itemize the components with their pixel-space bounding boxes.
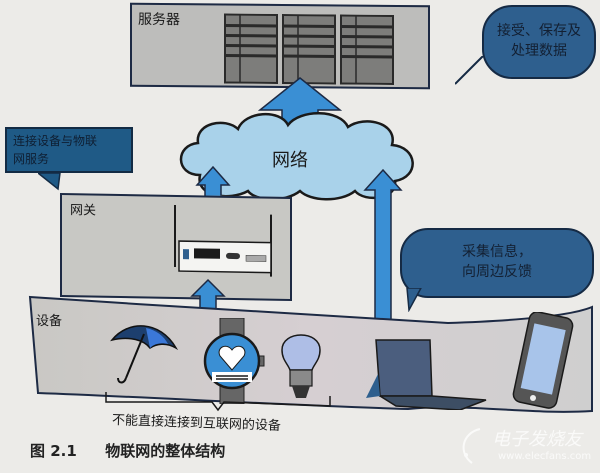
server-bubble-tail — [455, 56, 484, 85]
server-panel: 服务器 — [130, 2, 430, 90]
device-label: 设备 — [36, 314, 63, 329]
laptop-icon — [366, 339, 487, 410]
gateway-panel: 网关 — [60, 192, 292, 302]
smartphone-icon — [512, 312, 574, 409]
figure-number: 图 2.1 — [30, 442, 77, 460]
watermark-url: www.elecfans.com — [498, 451, 592, 462]
watermark-circuit-icon — [462, 428, 481, 464]
gateway-bubble-tail — [38, 173, 61, 191]
watermark-logo: 电子发烧友 www.elecfans.com — [458, 425, 598, 471]
server-bubble: 接受、保存及 处理数据 — [482, 5, 596, 79]
device-bubble-line2: 向周边反馈 — [462, 264, 532, 280]
gateway-bubble-line2: 网服务 — [13, 152, 50, 166]
server-bubble-line1: 接受、保存及 — [497, 23, 581, 39]
device-bubble: 采集信息， 向周边反馈 — [400, 228, 594, 298]
figure-title: 物联网的整体结构 — [105, 442, 226, 460]
device-bubble-tail — [406, 288, 422, 312]
brace-bracket — [105, 392, 331, 412]
gateway-bubble: 连接设备与物联 网服务 — [5, 127, 133, 173]
gateway-router-icon — [178, 240, 272, 274]
umbrella-icon — [110, 325, 179, 384]
network-label: 网络 — [272, 150, 308, 171]
watermark-name: 电子发烧友 — [492, 429, 582, 450]
server-bubble-line2: 处理数据 — [511, 43, 567, 59]
device-bubble-line1: 采集信息， — [462, 244, 532, 260]
server-rack-icon — [340, 14, 394, 85]
light-bulb-icon — [281, 334, 321, 398]
server-label: 服务器 — [138, 11, 180, 29]
antenna-left — [174, 204, 176, 267]
server-rack-icon — [224, 13, 278, 84]
server-rack-icon — [282, 14, 336, 85]
gateway-bubble-line1: 连接设备与物联 — [13, 134, 98, 148]
smartwatch-icon — [203, 318, 265, 404]
gateway-label: 网关 — [70, 203, 97, 219]
figure-caption: 图 2.1 物联网的整体结构 — [30, 440, 225, 461]
